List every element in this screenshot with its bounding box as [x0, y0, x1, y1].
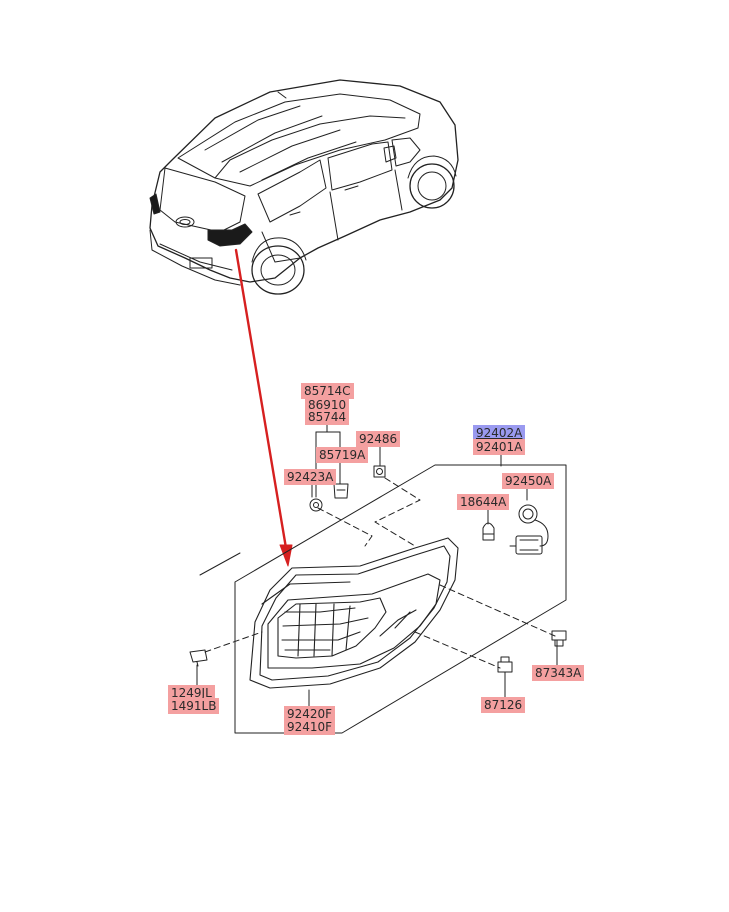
part-label-85744[interactable]: 85744 [305, 409, 350, 425]
bulb-part [482, 522, 495, 541]
lamp-location-arrow [234, 248, 293, 567]
part-label-92410F[interactable]: 92410F [284, 719, 336, 735]
part-label-85719A[interactable]: 85719A [316, 447, 369, 463]
part-label-85714C[interactable]: 85714C [301, 383, 354, 399]
part-label-92402A[interactable]: 92402A [473, 425, 526, 441]
socket-wiring-part [509, 504, 549, 555]
leader-lines [196, 422, 558, 707]
part-label-92486[interactable]: 92486 [356, 431, 401, 447]
part-label-87126[interactable]: 87126 [481, 697, 526, 713]
part-label-92423A[interactable]: 92423A [284, 469, 337, 485]
fastener-parts [189, 465, 567, 673]
part-label-1249JL[interactable]: 1249JL [168, 685, 215, 701]
tail-lamp-assembly [249, 537, 459, 689]
assembly-frame [199, 464, 567, 734]
part-label-92450A[interactable]: 92450A [502, 473, 555, 489]
part-label-1491LB[interactable]: 1491LB [168, 698, 220, 714]
part-label-92420F[interactable]: 92420F [284, 706, 336, 722]
vehicle-illustration [149, 79, 459, 295]
part-label-87343A[interactable]: 87343A [532, 665, 585, 681]
part-label-18644A[interactable]: 18644A [457, 494, 510, 510]
part-label-92401A[interactable]: 92401A [473, 439, 526, 455]
